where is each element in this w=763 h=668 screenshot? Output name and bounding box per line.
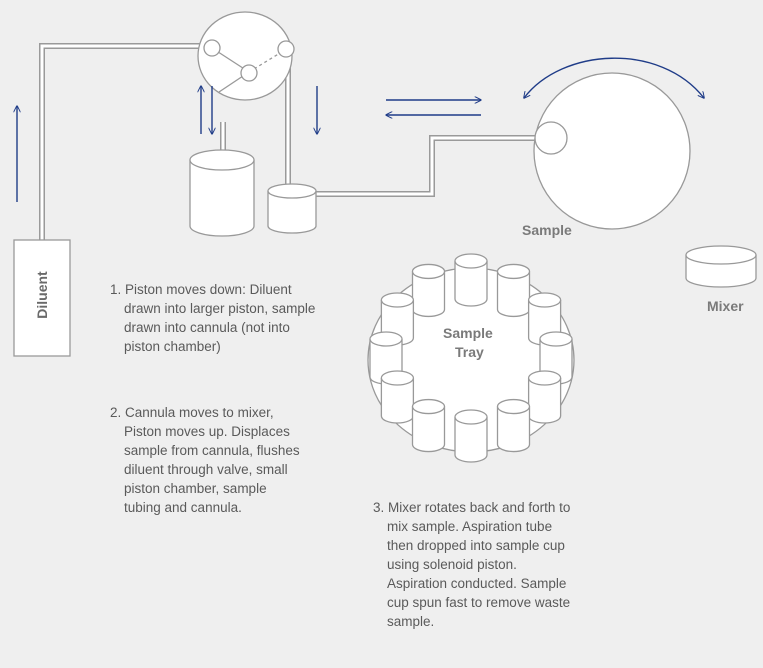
mixer-cup — [685, 245, 757, 288]
sample-label: Sample — [522, 222, 572, 238]
step-1-text: 1. Piston moves down: Diluent drawn into… — [110, 282, 316, 354]
tray-label-line1: Sample — [443, 325, 493, 341]
step-3: 3. Mixer rotates back and forth to mix s… — [373, 498, 573, 631]
tray-cup — [411, 398, 446, 453]
tray-cup — [454, 409, 488, 463]
small-piston-chamber — [267, 183, 317, 234]
valve — [197, 11, 295, 101]
tray-cup — [527, 370, 562, 424]
tray-cup — [454, 253, 488, 307]
mixer-rotate-arrow — [524, 57, 704, 98]
mixer-disc — [533, 72, 691, 230]
motion-arrows — [17, 57, 704, 202]
tray-cup — [496, 398, 531, 453]
sample-tray — [367, 253, 575, 463]
step-2-text: 2. Cannula moves to mixer, Piston moves … — [110, 405, 300, 515]
tray-cup — [380, 370, 415, 424]
step-2: 2. Cannula moves to mixer, Piston moves … — [110, 403, 300, 517]
diluent-label: Diluent — [34, 271, 50, 319]
large-piston — [189, 149, 255, 237]
sample-cup — [534, 121, 568, 155]
tray-label-line2: Tray — [455, 344, 484, 360]
mixer-label: Mixer — [707, 298, 744, 314]
step-1: 1. Piston moves down: Diluent drawn into… — [110, 280, 325, 356]
step-3-text: 3. Mixer rotates back and forth to mix s… — [373, 500, 571, 629]
tray-cup — [496, 263, 531, 318]
diluent-container — [13, 239, 71, 357]
tray-cup — [411, 263, 446, 318]
